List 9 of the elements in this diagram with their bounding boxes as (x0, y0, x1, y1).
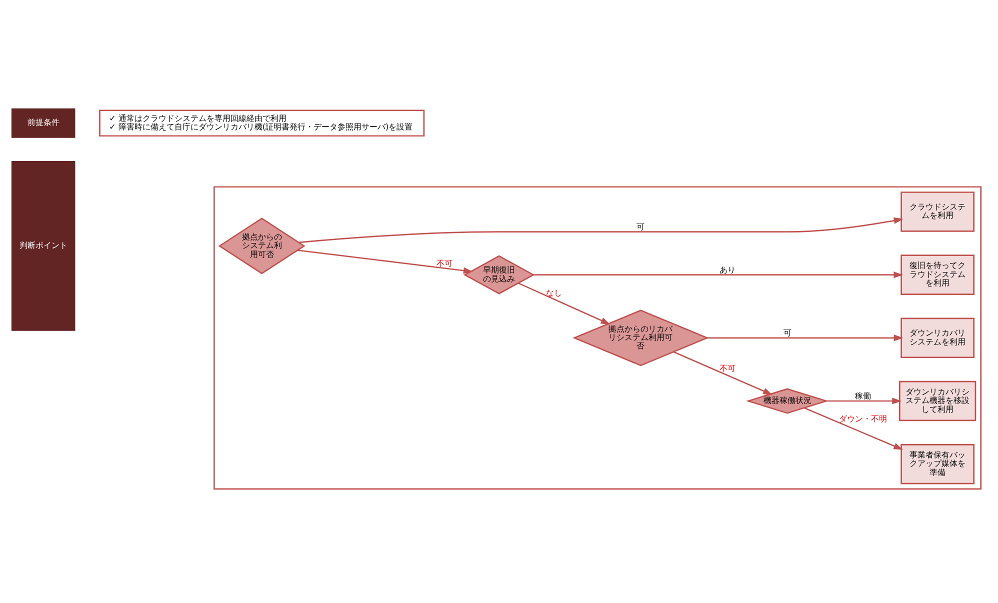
arrow (297, 250, 473, 274)
arrow (804, 407, 904, 450)
arrow (298, 217, 904, 244)
arrow (533, 272, 904, 278)
arrow (673, 351, 772, 395)
arrow (518, 282, 610, 325)
cluster (214, 186, 982, 490)
arrow (707, 334, 904, 342)
arrow (826, 398, 902, 404)
